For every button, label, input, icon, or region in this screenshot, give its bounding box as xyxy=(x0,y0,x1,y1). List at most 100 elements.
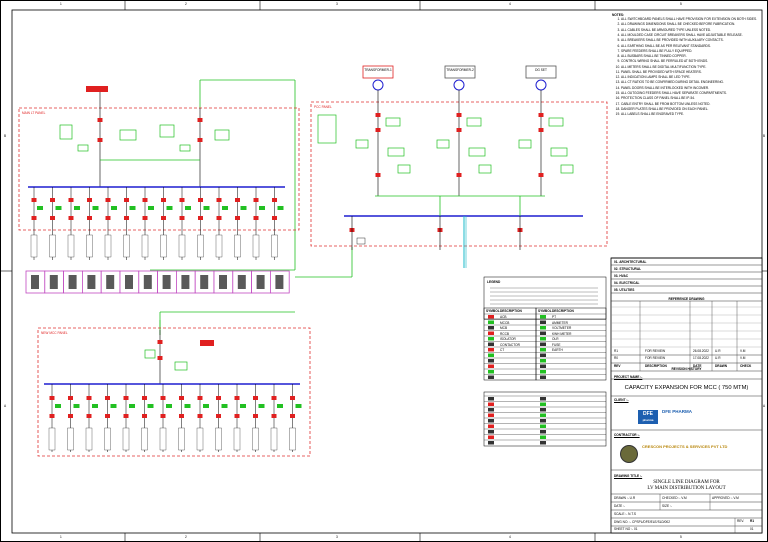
legend-symbol xyxy=(488,424,494,428)
meter-box xyxy=(548,117,564,127)
legend-symbol xyxy=(488,370,494,374)
feeder-cable-tag xyxy=(215,234,223,258)
mcc-meter xyxy=(200,340,214,346)
legend-symbol xyxy=(488,320,494,324)
feeder-cable-tag xyxy=(178,234,186,258)
revision-cell: FOR REVIEW xyxy=(645,355,666,360)
incomer-breaker xyxy=(197,118,203,122)
mcc-incomer-breaker xyxy=(157,340,163,344)
feeder-breaker xyxy=(87,216,92,220)
feeder-breaker xyxy=(68,414,73,418)
feeder-breaker xyxy=(235,216,240,220)
discipline-item: 05. UTILITIES xyxy=(614,287,635,292)
feeder-cable-tag xyxy=(141,427,148,451)
feeder-breaker xyxy=(49,396,55,400)
feeder-schedule-text-block xyxy=(200,275,209,289)
feeder-breaker xyxy=(290,396,295,400)
revision-header: REV xyxy=(614,363,621,368)
feeder-relay xyxy=(240,206,247,210)
feeder-relay xyxy=(240,404,246,408)
legend-column-header: SYMBOL xyxy=(486,309,500,313)
transformer-1-label: TRANSFORMER-1 xyxy=(364,68,392,72)
feeder-cable-tag xyxy=(48,427,56,451)
legend-symbol xyxy=(540,430,546,434)
feeder-breaker xyxy=(216,414,221,418)
drawing-title-line-1: SINGLE LINE DIAGRAM FOR xyxy=(653,480,720,485)
feeder-schedule-text-block xyxy=(125,275,133,289)
frame-col-3-bottom: 3 xyxy=(336,535,338,539)
drawing-number: DWG NO. :- CPSPL/DFE/ELE/SLD/002 xyxy=(614,520,670,524)
feeder-relay xyxy=(277,404,283,408)
feeder-breaker xyxy=(124,216,129,220)
note-item: ALL CABLES SHALL BE ARMOURED TYPE UNLESS… xyxy=(621,28,762,32)
legend-item: FUSE xyxy=(552,342,561,347)
feeder-relay xyxy=(37,206,43,210)
discipline-item: 03. HVAC xyxy=(614,273,629,278)
legend-symbol xyxy=(540,424,546,428)
client-name: DFE PHARMA xyxy=(662,409,692,414)
legend-symbol xyxy=(540,419,546,423)
pcc-panel-label: PCC PANEL xyxy=(314,105,332,109)
legend-symbol xyxy=(488,419,494,423)
discipline-item: 01. ARCHITECTURAL xyxy=(614,259,647,264)
feeder-breaker xyxy=(160,414,166,418)
feeder-cable-tag xyxy=(197,234,204,258)
feeder-breaker xyxy=(142,198,148,202)
meter-box xyxy=(466,117,482,127)
feeder-breaker xyxy=(142,414,147,418)
legend-symbol xyxy=(488,413,494,417)
feeder-cable-tag xyxy=(289,427,296,451)
pcc-breaker xyxy=(538,113,544,117)
revision-cell: V.M xyxy=(740,349,746,353)
client-logo-subtext: pharma xyxy=(642,418,654,422)
revision-header: CHECK xyxy=(740,363,752,368)
revision-history-title: REVISION HISTORY xyxy=(671,367,702,371)
feeder-schedule-text-block xyxy=(256,275,265,289)
legend-symbol xyxy=(540,353,546,357)
feeder-cable-tag xyxy=(86,234,93,258)
legend-symbol xyxy=(540,315,546,319)
incomer-breaker xyxy=(97,138,103,142)
pcc-breaker xyxy=(456,173,462,177)
pcc-breaker xyxy=(538,173,544,177)
feeder-relay xyxy=(203,404,209,408)
legend-symbol xyxy=(488,364,494,368)
feeder-cable-tag xyxy=(85,427,93,451)
date-field: DATE :- xyxy=(614,504,626,508)
feeder-cable-tag xyxy=(104,427,111,451)
legend-item: KWH METER xyxy=(552,331,572,336)
frame-row-a-left: A xyxy=(4,404,7,408)
feeder-relay xyxy=(147,404,154,408)
legend-item: MCCB xyxy=(500,320,510,325)
feeder-cable-tag xyxy=(30,234,38,258)
general-notes: NOTES: ALL SWITCHBOARD PANELS SHALL HAVE… xyxy=(612,13,762,258)
note-item: ALL DRAWINGS DIMENSIONS SHALL BE CHECKED… xyxy=(621,22,762,26)
client-logo: DFE pharma xyxy=(638,410,658,424)
feeder-breaker xyxy=(161,198,166,202)
feeder-cable-tag xyxy=(271,234,278,258)
meter-box xyxy=(385,117,401,127)
main-lt-panel-diagram xyxy=(18,79,353,278)
feeder-relay xyxy=(111,206,117,210)
feeder-relay xyxy=(258,404,265,408)
note-item: CONTROL WIRING SHALL BE FERRULED AT BOTH… xyxy=(621,59,762,63)
feeder-breaker xyxy=(253,198,259,202)
checked-by: CHECKED :- V.M xyxy=(662,496,687,500)
pcc-breaker xyxy=(375,173,381,177)
feeder-breaker xyxy=(123,414,129,418)
feeder-breaker xyxy=(123,396,129,400)
contractor-name: CRESCON PROJECTS & SERVICES PVT LTD xyxy=(642,444,728,449)
feeder-breaker xyxy=(198,198,203,202)
feeder-relay xyxy=(295,404,302,408)
feeder-relay xyxy=(92,404,98,408)
legend-item: AMMETER xyxy=(552,320,568,325)
feeder-relay xyxy=(221,404,228,408)
note-item: ALL BUSBARS SHALL BE TINNED COPPER. xyxy=(621,54,762,58)
feeder-breaker xyxy=(253,414,258,418)
frame-col-4: 4 xyxy=(509,2,511,6)
note-item: ALL MOULDED CASE CIRCUIT BREAKERS SHALL … xyxy=(621,33,762,37)
note-item: ALL INDICATION LAMPS SHALL BE LED TYPE. xyxy=(621,75,762,79)
legend-symbol xyxy=(540,342,546,346)
feeder-breaker xyxy=(234,396,240,400)
note-item: ALL METERS SHALL BE DIGITAL MULTIFUNCTIO… xyxy=(621,65,762,69)
